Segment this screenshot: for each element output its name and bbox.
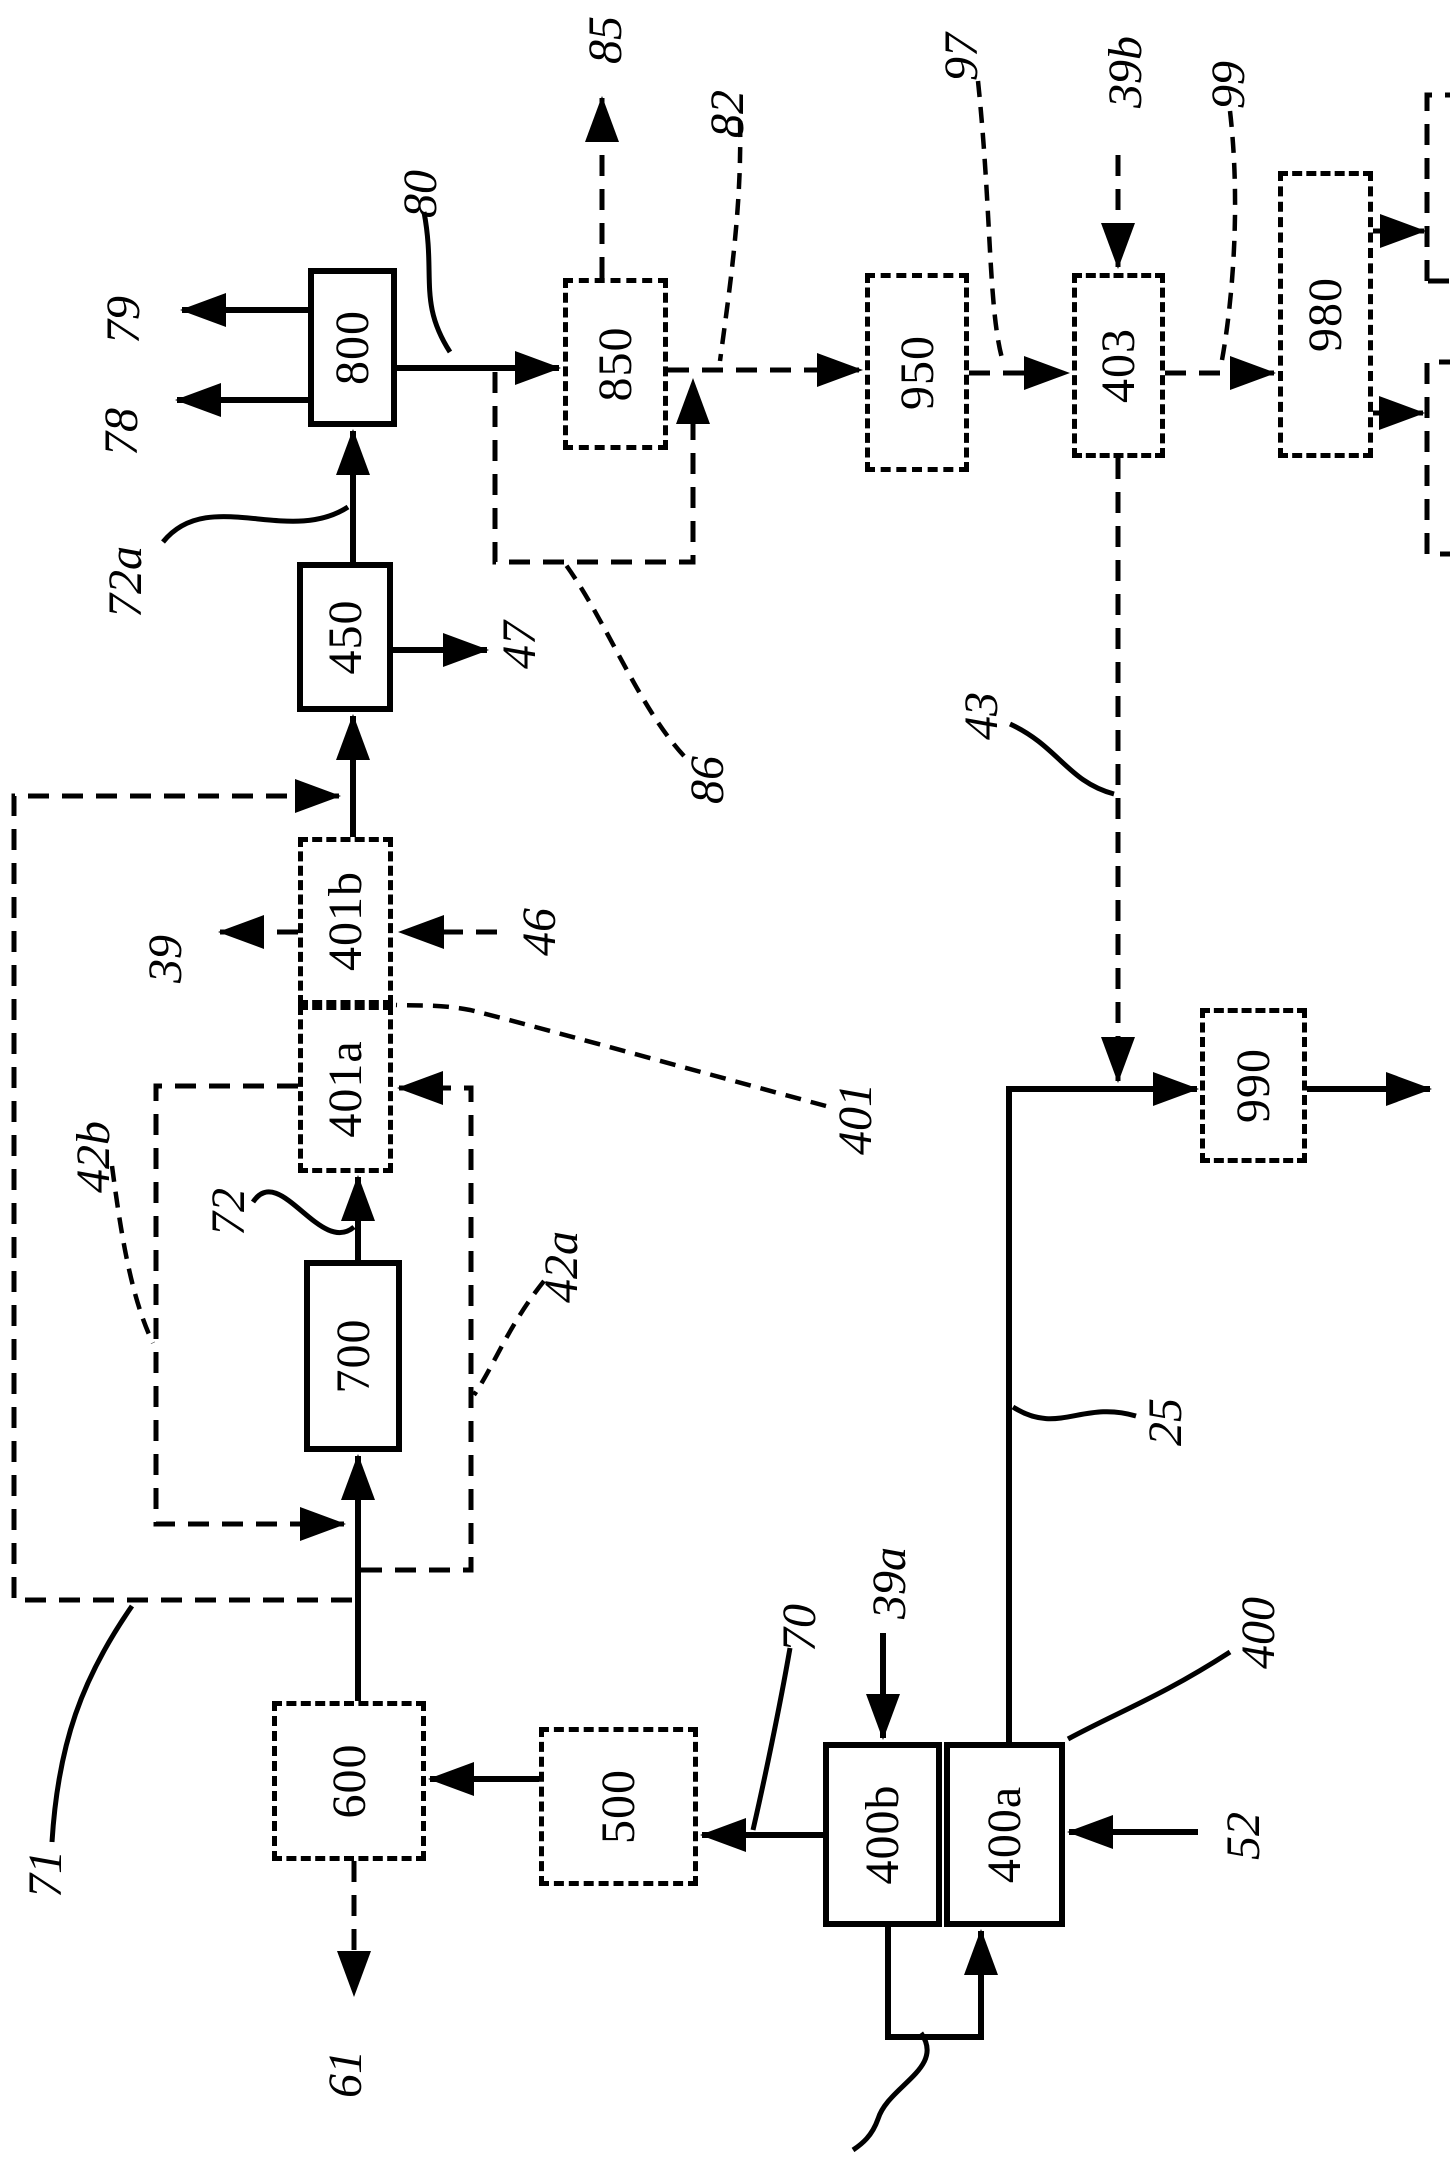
box-450-label: 450 xyxy=(318,600,373,675)
ref-label-52: 52 xyxy=(1216,1812,1271,1860)
leader-86 xyxy=(566,565,684,756)
leader-80 xyxy=(424,212,450,352)
leader-25 xyxy=(1013,1407,1136,1419)
ref-label-97: 97 xyxy=(934,33,989,81)
box-500: 500 xyxy=(539,1727,698,1886)
ref-label-43: 43 xyxy=(954,692,1009,740)
ref-label-72: 72 xyxy=(201,1188,256,1236)
box-400b: 400b xyxy=(823,1742,942,1927)
leader-43 xyxy=(1010,724,1114,794)
ref-label-99: 99 xyxy=(1201,61,1256,109)
stream-400b-400a-loop xyxy=(888,1927,981,2037)
ref-label-86: 86 xyxy=(680,756,735,804)
ref-label-42b: 42b xyxy=(66,1121,121,1193)
ref-label-79: 79 xyxy=(96,296,151,344)
ref-label-46: 46 xyxy=(512,908,567,956)
leader-72a xyxy=(163,507,348,542)
box-400b-label: 400b xyxy=(855,1785,910,1885)
box-cutoff-1 xyxy=(1427,95,1450,281)
leader-400 xyxy=(1068,1652,1230,1739)
leader-71 xyxy=(52,1606,132,1842)
box-800-label: 800 xyxy=(325,310,380,385)
box-950-label: 950 xyxy=(890,335,945,410)
leader-feed-squiggle xyxy=(853,2033,927,2150)
box-401b: 401b xyxy=(298,837,393,1005)
box-990-label: 990 xyxy=(1226,1048,1281,1123)
box-401b-label: 401b xyxy=(318,871,373,971)
ref-label-72a: 72a xyxy=(98,546,153,618)
box-450: 450 xyxy=(297,562,393,712)
leader-72 xyxy=(253,1192,354,1233)
ref-label-47: 47 xyxy=(492,621,547,669)
box-700-label: 700 xyxy=(326,1319,381,1394)
ref-label-39: 39 xyxy=(138,935,193,983)
leader-70 xyxy=(753,1648,790,1830)
box-500-label: 500 xyxy=(591,1769,646,1844)
box-cutoff-2 xyxy=(1427,362,1450,554)
ref-label-82: 82 xyxy=(700,90,755,138)
ref-label-400: 400 xyxy=(1231,1597,1286,1669)
box-850-label: 850 xyxy=(588,327,643,402)
leader-401 xyxy=(396,1005,826,1106)
box-980: 980 xyxy=(1278,171,1373,458)
ref-label-80: 80 xyxy=(393,170,448,218)
ref-label-70: 70 xyxy=(772,1604,827,1652)
box-990: 990 xyxy=(1200,1008,1307,1163)
ref-label-39a: 39a xyxy=(862,1547,917,1619)
ref-label-401: 401 xyxy=(828,1083,883,1155)
ref-label-78: 78 xyxy=(94,408,149,456)
ref-label-61: 61 xyxy=(318,2050,373,2098)
box-700: 700 xyxy=(304,1260,402,1452)
ref-label-39b: 39b xyxy=(1098,36,1153,108)
box-800: 800 xyxy=(308,268,397,427)
box-980-label: 980 xyxy=(1298,277,1353,352)
box-600: 600 xyxy=(272,1701,426,1861)
box-401a-label: 401a xyxy=(318,1040,373,1137)
ref-label-85: 85 xyxy=(578,16,633,64)
box-600-label: 600 xyxy=(322,1744,377,1819)
box-850: 850 xyxy=(563,278,668,450)
box-401a: 401a xyxy=(298,1005,393,1173)
ref-label-25: 25 xyxy=(1138,1398,1193,1446)
box-950: 950 xyxy=(865,273,969,472)
leader-82 xyxy=(720,121,740,361)
leader-99 xyxy=(1222,111,1235,360)
box-403-label: 403 xyxy=(1091,328,1146,403)
ref-label-71: 71 xyxy=(18,1850,73,1898)
box-400a-label: 400a xyxy=(977,1786,1032,1883)
box-400a: 400a xyxy=(944,1742,1065,1927)
leader-97 xyxy=(978,81,1004,365)
box-403: 403 xyxy=(1072,273,1165,458)
ref-label-42a: 42a xyxy=(534,1231,589,1303)
